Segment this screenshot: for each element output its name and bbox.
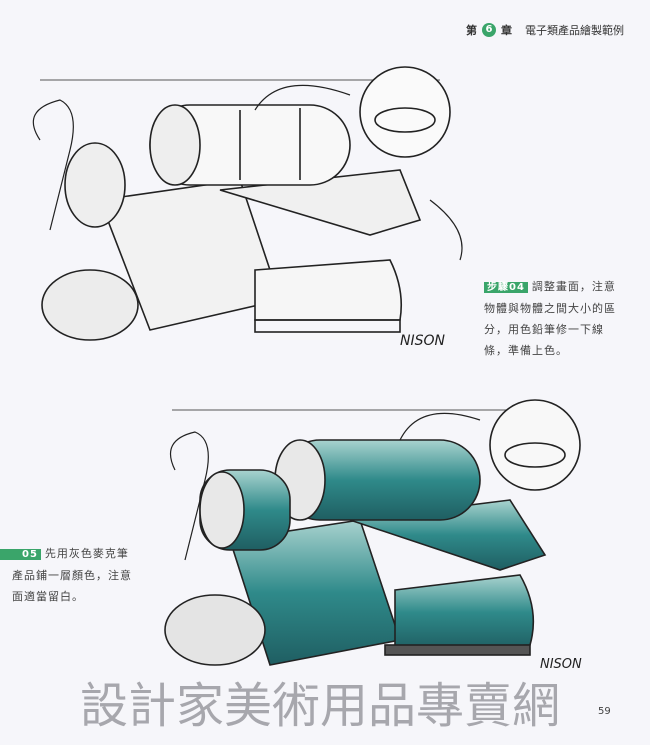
- step-line: 面適當留白。: [12, 590, 84, 603]
- chapter-suffix: 章: [501, 24, 512, 37]
- signature: NISON: [400, 333, 446, 349]
- step-line: 條，準備上色。: [484, 344, 568, 357]
- sketch-step-04: NISON: [32, 66, 463, 349]
- step-line: 物體與物體之間大小的區: [484, 302, 616, 315]
- chapter-title: 電子類產品繪製範例: [525, 24, 624, 37]
- step-badge: 步驟04: [484, 282, 528, 293]
- step-line: 調整畫面，注意: [531, 280, 616, 293]
- sketch-step-05: NISON: [164, 399, 582, 672]
- chapter-header: 第 6 章 電子類產品繪製範例: [466, 22, 624, 38]
- step-line: 分，用色鉛筆修一下線: [484, 323, 604, 336]
- chapter-prefix: 第: [466, 24, 477, 37]
- page-number: 59: [598, 706, 611, 717]
- signature: NISON: [540, 657, 582, 672]
- step-badge: 05: [0, 549, 41, 560]
- step-line: 產品鋪一層顏色，注意: [12, 569, 132, 582]
- step-line: 先用灰色麥克筆: [44, 547, 129, 560]
- chapter-number: 6: [482, 23, 496, 37]
- watermark: 設計家美術用品專賣網: [80, 678, 561, 734]
